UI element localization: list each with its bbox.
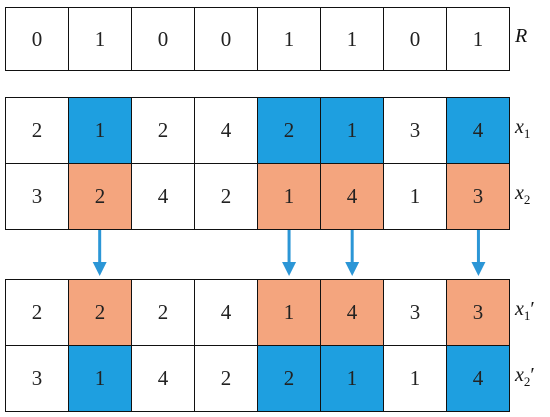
cell: 0 — [131, 8, 194, 70]
cell: 3 — [31, 366, 43, 390]
cell: 3 — [383, 280, 446, 345]
down-arrow — [345, 230, 360, 276]
cell: 3 — [446, 164, 509, 229]
cell: 0 — [31, 26, 43, 51]
cell: 2 — [131, 280, 194, 345]
cell: 4 — [194, 98, 257, 163]
down-arrow — [92, 230, 107, 276]
down-arrow — [282, 230, 297, 276]
cell: 1 — [257, 280, 320, 345]
cell: 2 — [257, 346, 320, 411]
cell: 1 — [68, 98, 131, 163]
cell: 0 — [383, 8, 446, 70]
cell: 1 — [383, 346, 446, 411]
cell: 4 — [131, 346, 194, 411]
cell: 1 — [383, 164, 446, 229]
cell: 2 — [31, 300, 43, 324]
cell: 3 — [446, 280, 509, 345]
cell: 4 — [194, 280, 257, 345]
cell: 1 — [320, 346, 383, 411]
cell: 0 — [194, 8, 257, 70]
cell: 1 — [68, 8, 131, 70]
cell: 1 — [320, 8, 383, 70]
cell: 2 — [68, 164, 131, 229]
cell: 1 — [320, 98, 383, 163]
cell: 2 — [131, 98, 194, 163]
cell: 4 — [320, 164, 383, 229]
down-arrow — [471, 230, 486, 276]
cell: 3 — [31, 184, 43, 208]
cell: 2 — [68, 280, 131, 345]
cell: 2 — [194, 164, 257, 229]
cell: 1 — [257, 8, 320, 70]
cell: 3 — [383, 98, 446, 163]
cell: 1 — [68, 346, 131, 411]
label-r: R — [515, 25, 528, 47]
cell: 4 — [320, 280, 383, 345]
cell: 1 — [257, 164, 320, 229]
cell: 2 — [31, 118, 43, 142]
cell: 4 — [446, 98, 509, 163]
cell: 2 — [194, 346, 257, 411]
label-x2: x2 — [515, 182, 531, 207]
label-x1-prime: x1′ — [515, 298, 535, 323]
label-x1: x1 — [515, 116, 531, 141]
cell: 2 — [257, 98, 320, 163]
cell: 4 — [131, 164, 194, 229]
cell: 1 — [446, 8, 509, 70]
cell: 4 — [446, 346, 509, 411]
label-x2-prime: x2′ — [515, 364, 535, 389]
